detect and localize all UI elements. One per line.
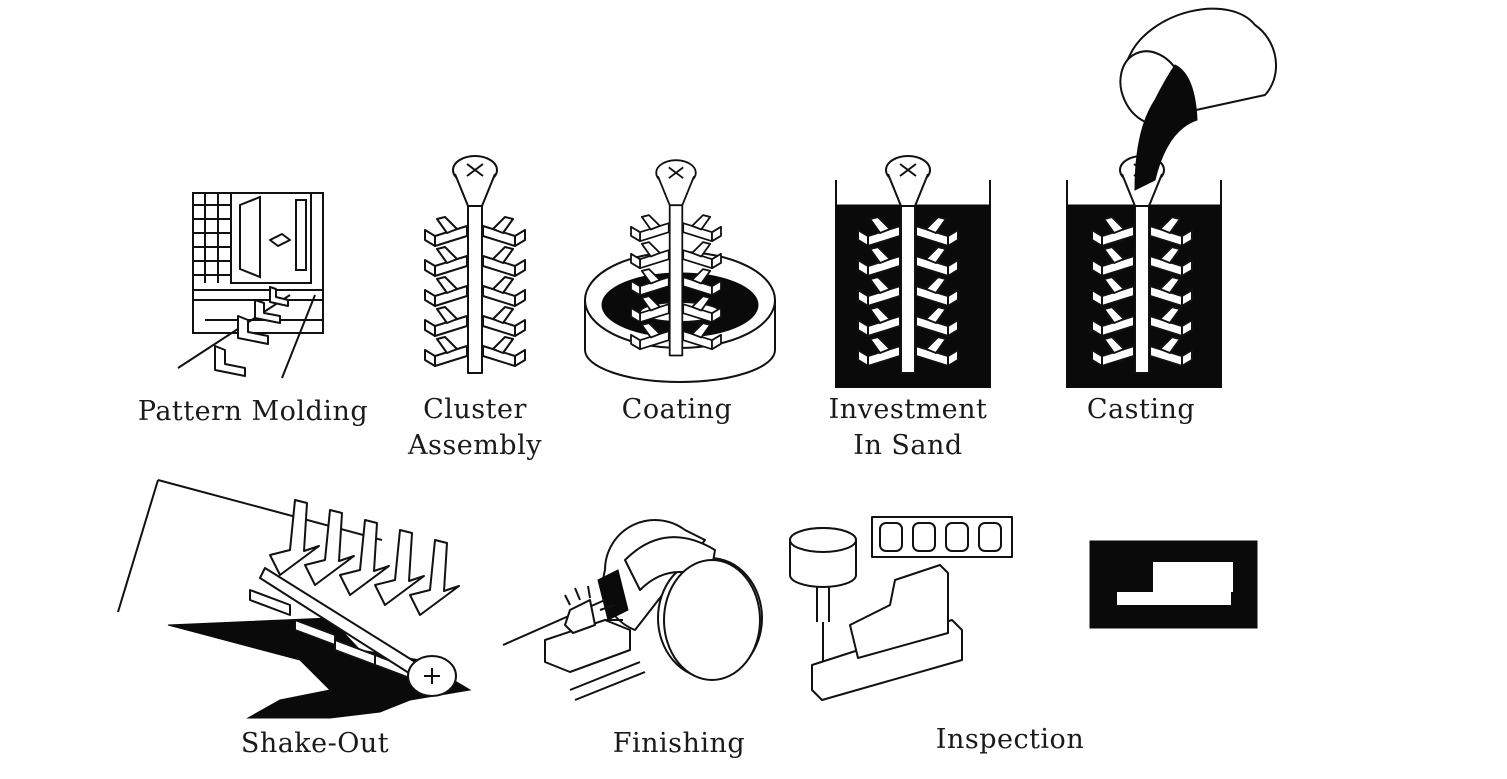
investment-in-sand-illustration (835, 156, 991, 388)
label-cluster-assembly-line2: Assembly (408, 430, 542, 461)
inspection-illustration (789, 516, 1013, 701)
casting-illustration (1066, 7, 1278, 388)
label-investment-in-sand: Investment In Sand (818, 392, 998, 464)
label-investment-line1: Investment (828, 394, 988, 425)
label-finishing: Finishing (612, 728, 746, 759)
shake-out-illustration (117, 479, 472, 719)
label-cluster-assembly-line1: Cluster (423, 394, 527, 425)
step-block-emblem (1089, 540, 1258, 629)
pattern-molding-illustration (177, 192, 324, 379)
label-investment-line2: In Sand (853, 430, 963, 461)
finishing-illustration (502, 519, 763, 701)
label-casting: Casting (1086, 394, 1196, 425)
coating-illustration (584, 160, 776, 383)
cluster-assembly-illustration (425, 156, 525, 373)
label-shake-out: Shake-Out (240, 728, 390, 759)
label-pattern-molding: Pattern Molding (137, 396, 369, 427)
label-coating: Coating (621, 394, 733, 425)
label-cluster-assembly: Cluster Assembly (395, 392, 555, 464)
label-inspection: Inspection (935, 724, 1085, 755)
